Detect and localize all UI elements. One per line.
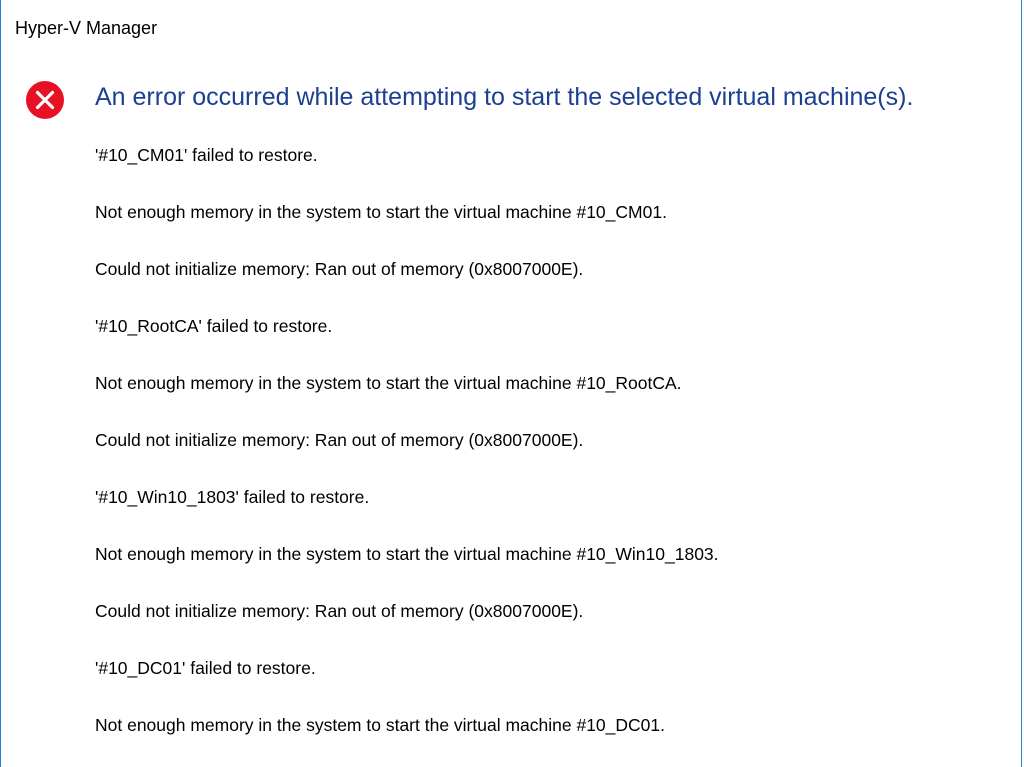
error-message: Could not initialize memory: Ran out of … (95, 430, 584, 450)
error-message: '#10_Win10_1803' failed to restore. (95, 487, 370, 507)
error-message: Could not initialize memory: Ran out of … (95, 601, 584, 621)
error-message: Not enough memory in the system to start… (95, 202, 667, 222)
error-message: '#10_DC01' failed to restore. (95, 658, 316, 678)
error-message: '#10_RootCA' failed to restore. (95, 316, 333, 336)
error-icon (26, 81, 64, 119)
error-message: Not enough memory in the system to start… (95, 544, 719, 564)
error-message-list: '#10_CM01' failed to restore. Not enough… (95, 143, 719, 767)
error-message: Not enough memory in the system to start… (95, 715, 665, 735)
error-message: Not enough memory in the system to start… (95, 373, 682, 393)
error-message: Could not initialize memory: Ran out of … (95, 259, 584, 279)
window-title: Hyper-V Manager (15, 18, 158, 38)
error-heading: An error occurred while attempting to st… (95, 83, 914, 111)
error-message: '#10_CM01' failed to restore. (95, 145, 318, 165)
